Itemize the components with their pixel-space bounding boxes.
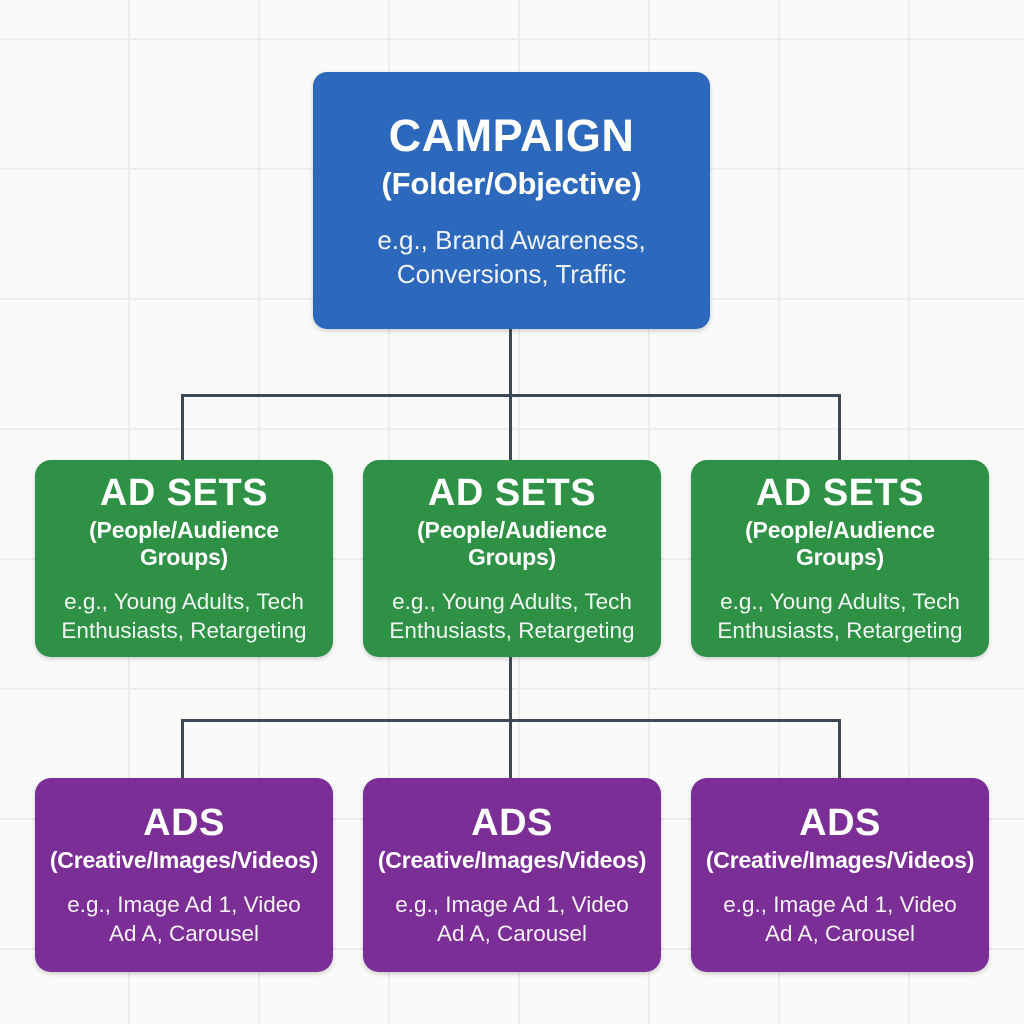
ads-subtitle: (Creative/Images/Videos) xyxy=(49,846,319,873)
connector-ads-right-drop xyxy=(838,719,841,778)
connector-adset-left-drop xyxy=(181,394,184,460)
ads-title: ADS xyxy=(799,801,881,844)
ad-sets-title: AD SETS xyxy=(99,471,269,514)
ads-subtitle: (Creative/Images/Videos) xyxy=(377,846,647,873)
connector-adset-right-drop xyxy=(838,394,841,460)
connector-ads-left-drop xyxy=(181,719,184,778)
ad-sets-subtitle: (People/Audience Groups) xyxy=(89,516,279,570)
ad-sets-node-right: AD SETS (People/Audience Groups) e.g., Y… xyxy=(691,460,989,657)
ads-examples: e.g., Image Ad 1, Video Ad A, Carousel xyxy=(395,891,629,946)
campaign-subtitle: (Folder/Objective) xyxy=(381,166,642,202)
ads-subtitle: (Creative/Images/Videos) xyxy=(705,846,975,873)
ad-sets-title: AD SETS xyxy=(427,471,597,514)
ad-sets-subtitle: (People/Audience Groups) xyxy=(745,516,935,570)
ads-examples: e.g., Image Ad 1, Video Ad A, Carousel xyxy=(67,891,301,946)
ads-title: ADS xyxy=(143,801,225,844)
connector-adset-middle-drop xyxy=(509,394,512,460)
connector-ads-middle-drop xyxy=(509,719,512,778)
ad-sets-subtitle: (People/Audience Groups) xyxy=(417,516,607,570)
ads-node-middle: ADS (Creative/Images/Videos) e.g., Image… xyxy=(363,778,661,972)
campaign-node: CAMPAIGN (Folder/Objective) e.g., Brand … xyxy=(313,72,710,329)
ads-examples: e.g., Image Ad 1, Video Ad A, Carousel xyxy=(723,891,957,946)
ad-sets-node-left: AD SETS (People/Audience Groups) e.g., Y… xyxy=(35,460,333,657)
ad-sets-examples: e.g., Young Adults, Tech Enthusiasts, Re… xyxy=(61,588,307,643)
connector-adset-stem xyxy=(509,657,512,721)
campaign-title: CAMPAIGN xyxy=(388,110,635,162)
ad-sets-node-middle: AD SETS (People/Audience Groups) e.g., Y… xyxy=(363,460,661,657)
connector-campaign-stem xyxy=(509,329,512,395)
ad-sets-examples: e.g., Young Adults, Tech Enthusiasts, Re… xyxy=(717,588,963,643)
ads-node-right: ADS (Creative/Images/Videos) e.g., Image… xyxy=(691,778,989,972)
ad-sets-title: AD SETS xyxy=(755,471,925,514)
ads-node-left: ADS (Creative/Images/Videos) e.g., Image… xyxy=(35,778,333,972)
campaign-examples: e.g., Brand Awareness, Conversions, Traf… xyxy=(377,225,646,289)
ad-sets-examples: e.g., Young Adults, Tech Enthusiasts, Re… xyxy=(389,588,635,643)
ads-title: ADS xyxy=(471,801,553,844)
